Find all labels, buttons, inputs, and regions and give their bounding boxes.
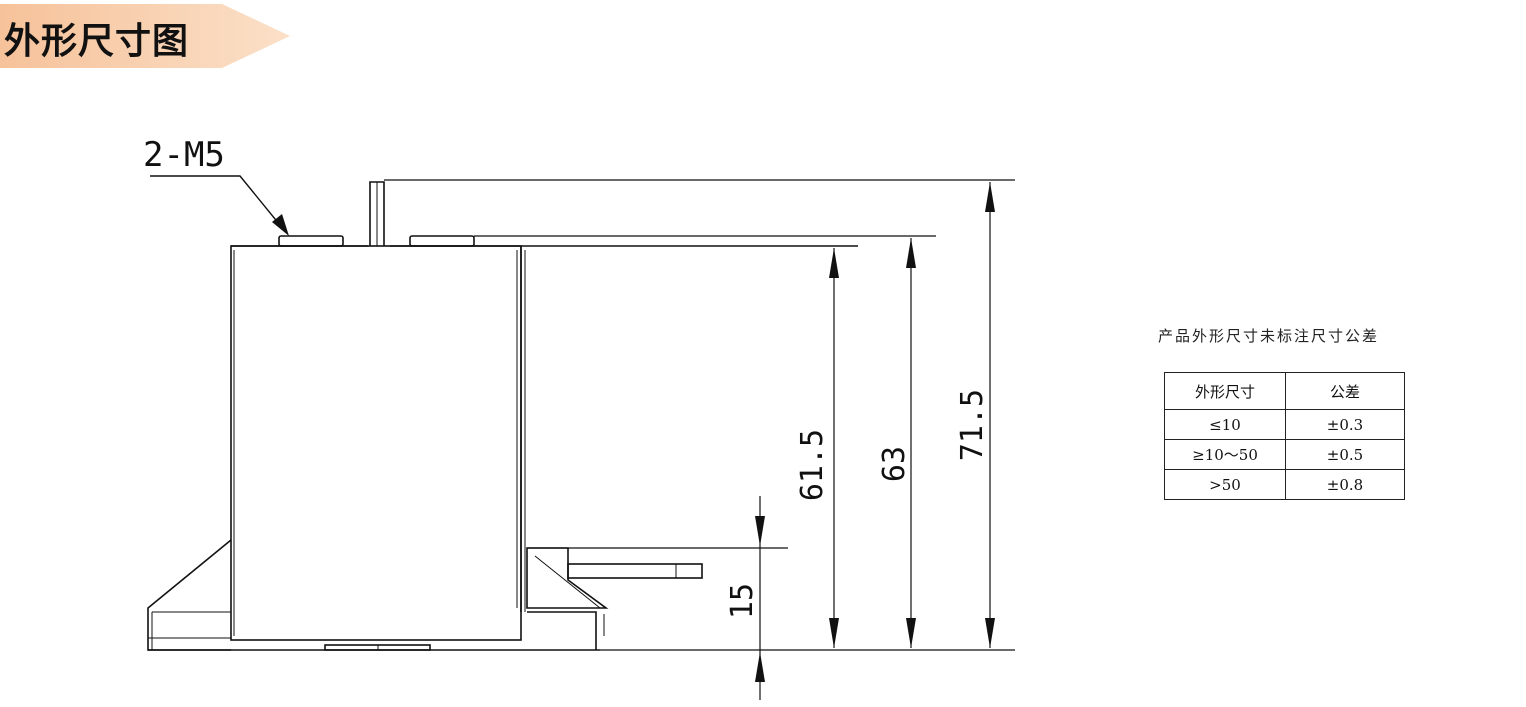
tolerance-caption: 产品外形尺寸未标注尺寸公差 (1158, 327, 1380, 345)
tolerance-header-row: 外形尺寸 公差 (1164, 372, 1405, 410)
thread-leader-line (150, 175, 285, 231)
thread-leader-arrow (272, 214, 289, 236)
banner-arrow-shape (0, 4, 290, 68)
size-cell: ≤10 (1164, 409, 1286, 440)
dim-label-71-5: 71.5 (955, 389, 990, 461)
page-title: 外形尺寸图 (4, 21, 190, 62)
left-mounting-foot (147, 539, 232, 651)
table-row: ≤10 ±0.3 (1164, 409, 1405, 440)
table-row: >50 ±0.8 (1164, 469, 1405, 500)
dim-label-15: 15 (725, 583, 760, 619)
size-cell: ≥10～50 (1164, 439, 1286, 470)
thread-label: 2-M5 (143, 135, 225, 175)
tolerance-cell: ±0.3 (1285, 409, 1405, 440)
side-pin (567, 563, 703, 579)
size-cell: >50 (1164, 469, 1286, 500)
tolerance-cell: ±0.8 (1285, 469, 1405, 500)
dim-label-61-5: 61.5 (795, 429, 830, 501)
screw-head-right (409, 235, 475, 247)
housing-body (230, 245, 522, 641)
title-banner (0, 4, 290, 68)
tolerance-cell: ±0.5 (1285, 439, 1405, 470)
header-size: 外形尺寸 (1164, 372, 1286, 410)
header-tolerance: 公差 (1285, 372, 1405, 410)
tolerance-table: 外形尺寸 公差 ≤10 ±0.3 ≥10～50 ±0.5 >50 ±0.8 (1164, 372, 1405, 500)
dim-label-63: 63 (877, 446, 912, 482)
table-row: ≥10～50 ±0.5 (1164, 439, 1405, 470)
screw-head-left (278, 235, 344, 247)
